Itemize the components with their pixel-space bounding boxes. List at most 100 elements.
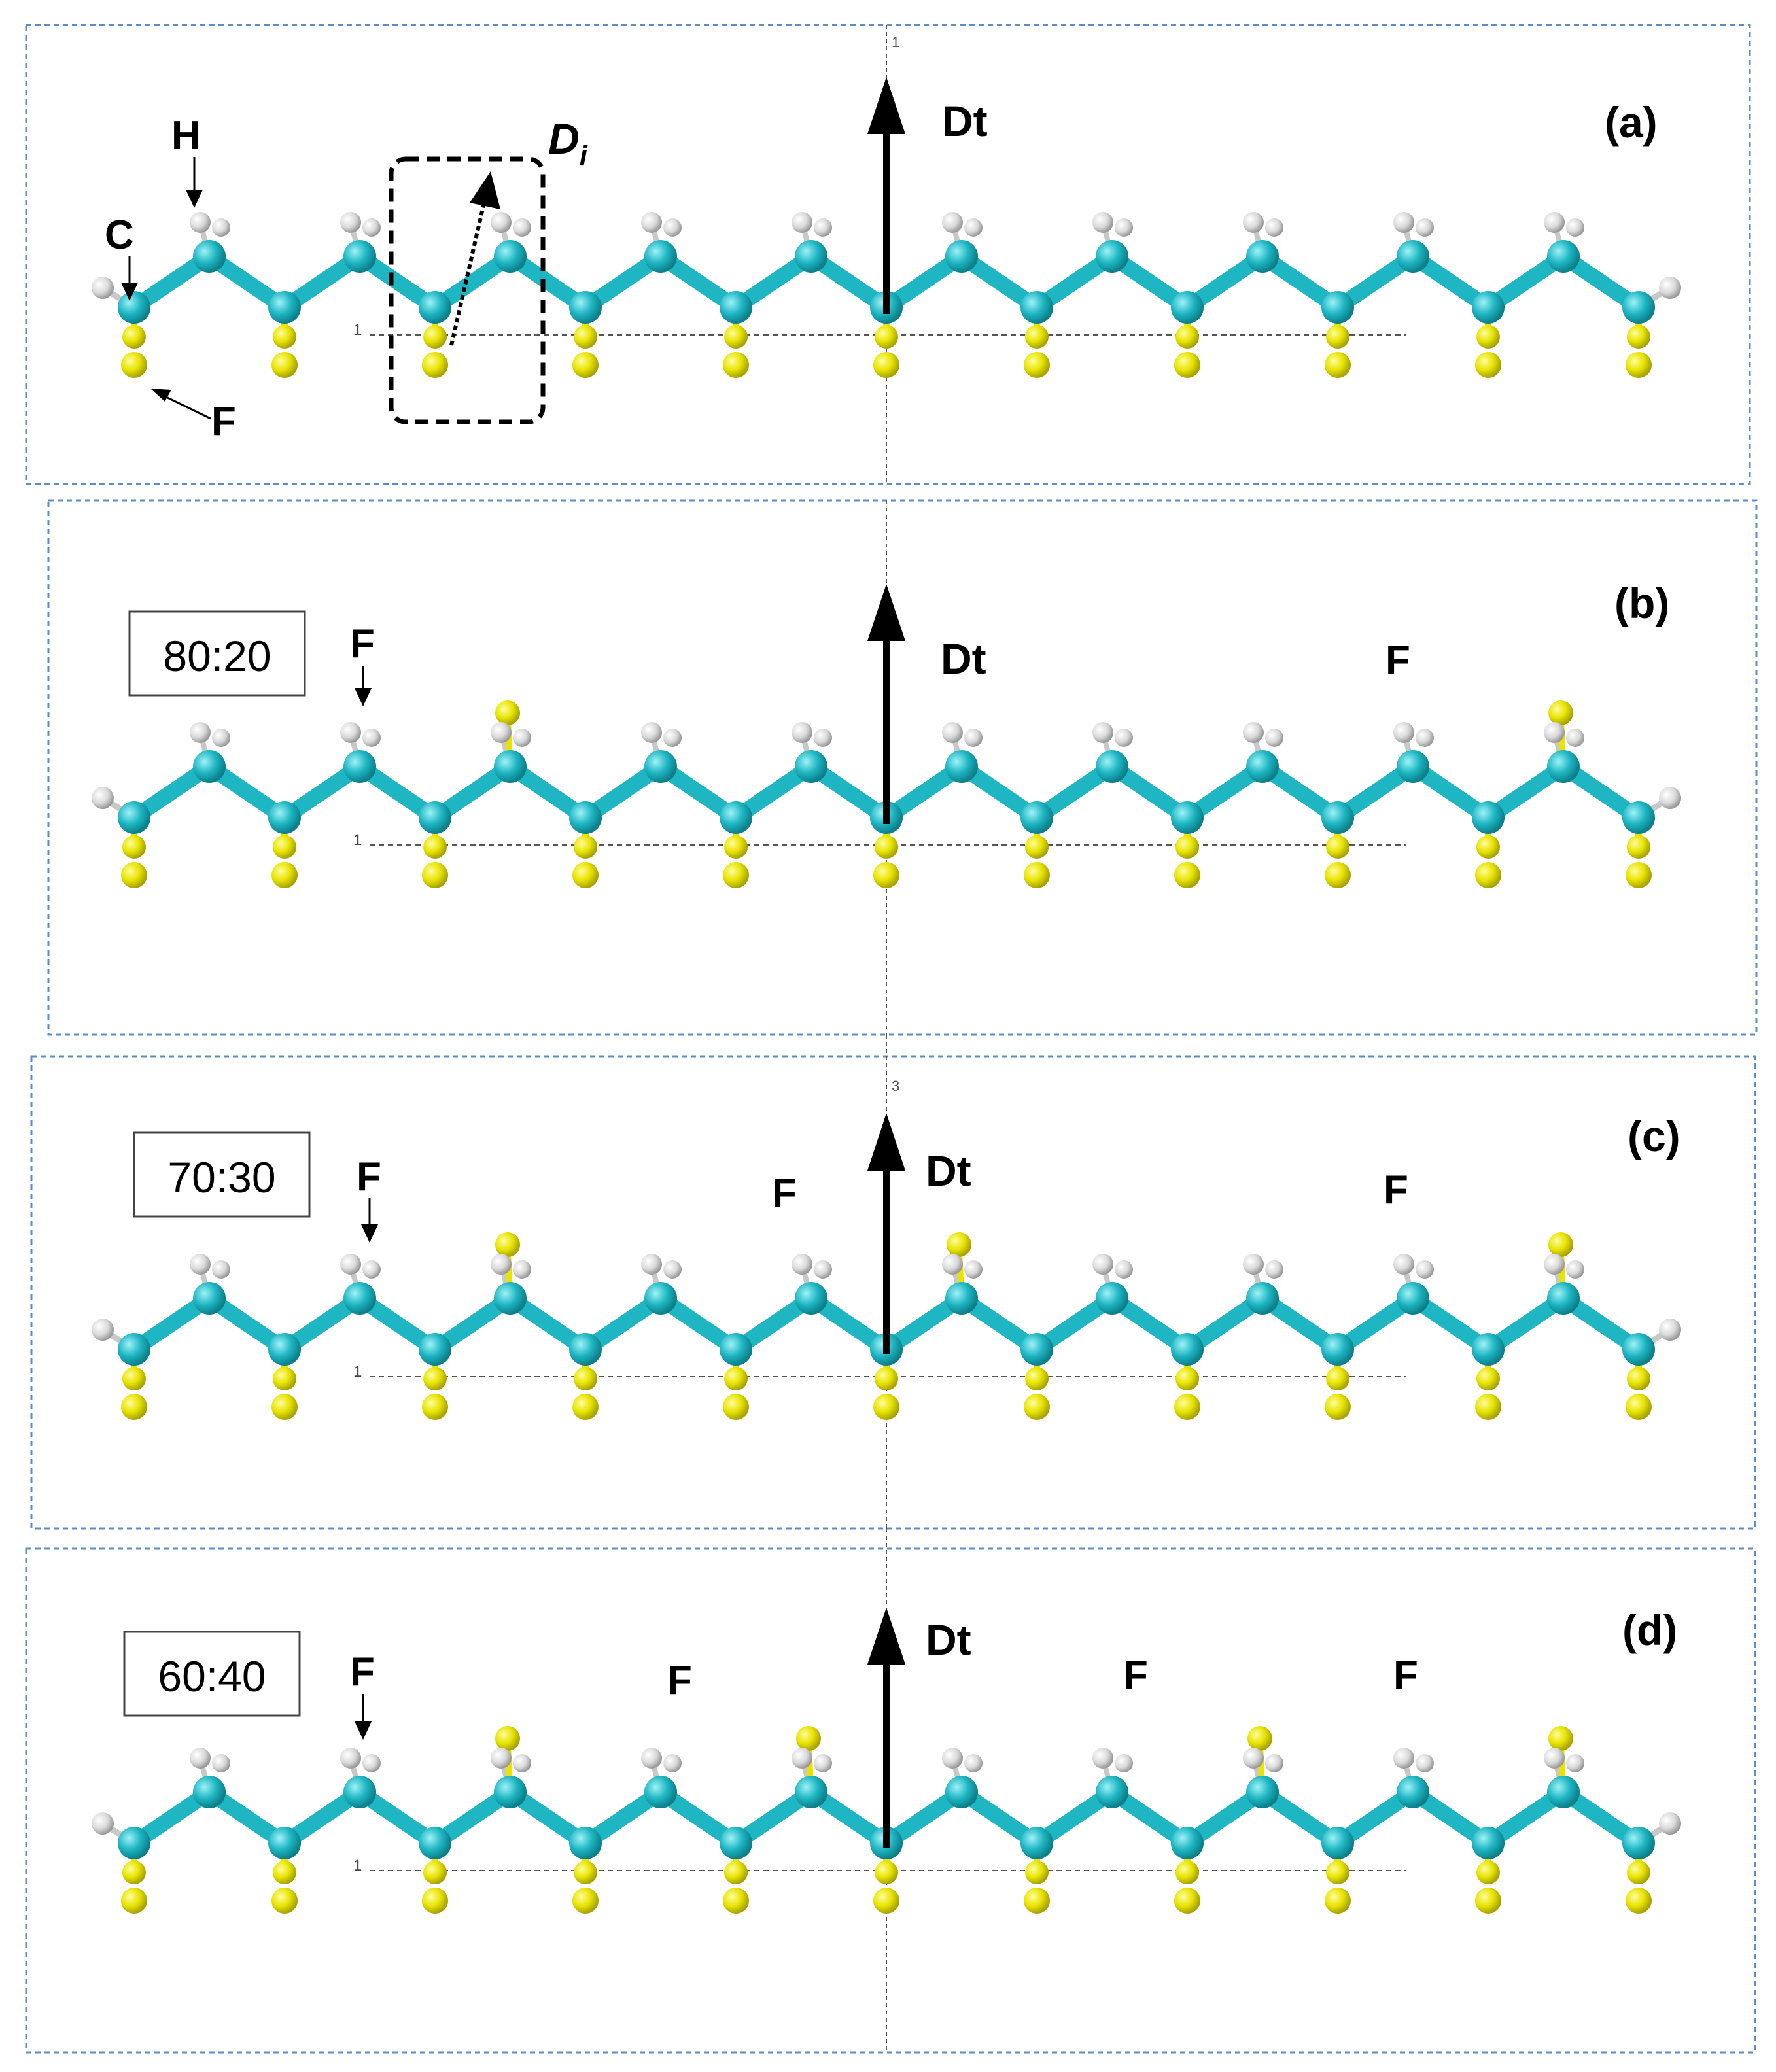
- hydrogen-atom: [792, 722, 812, 743]
- fluorine-atom: [1175, 835, 1199, 859]
- hydrogen-atom: [1092, 212, 1113, 233]
- fluorine-atom: [122, 1861, 146, 1884]
- carbon-atom: [945, 1776, 978, 1808]
- carbon-atom: [1397, 1776, 1429, 1808]
- total-dipole-label: Dt: [926, 1147, 971, 1195]
- fluorine-atom: [875, 835, 898, 859]
- carbon-atom: [268, 801, 301, 834]
- fluorine-atom: [271, 352, 298, 378]
- fluorine-atom: [1475, 1888, 1501, 1914]
- hydrogen-atom: [1243, 1254, 1264, 1275]
- fluorine-atom: [1326, 1861, 1349, 1884]
- carbon-atom: [419, 801, 451, 834]
- carbon-atom: [1472, 291, 1505, 324]
- ratio-label: 80:20: [163, 632, 271, 680]
- total-dipole-arrowhead: [867, 77, 905, 134]
- fluorine-atom: [1325, 1888, 1351, 1914]
- ratio-box: [128, 610, 306, 697]
- fluorine-atom: [1627, 325, 1650, 349]
- carbon-atom: [569, 291, 602, 324]
- fluorine-atom: [873, 1888, 899, 1914]
- molecule-chain: [92, 700, 1681, 888]
- hydrogen-atom: [92, 787, 114, 809]
- carbon-atom: [1246, 750, 1279, 783]
- fluorine-defect-atom: [495, 1232, 520, 1257]
- fluorine-atom: [574, 1861, 597, 1884]
- hydrogen-atom: [1544, 1254, 1565, 1275]
- hydrogen-atom: [1092, 1748, 1113, 1769]
- fluorine-atom: [273, 1861, 296, 1884]
- hydrogen-atom: [792, 1254, 812, 1275]
- fluorine-atom: [271, 1888, 298, 1914]
- hydrogen-atom: [1243, 722, 1264, 743]
- fluorine-atom: [1627, 835, 1650, 859]
- fluorine-defect-atom: [495, 1726, 520, 1751]
- fluorine-pointer: [163, 394, 211, 420]
- carbon-atom: [1397, 240, 1429, 273]
- hydrogen-atom: [1566, 729, 1584, 747]
- hydrogen-atom: [1659, 277, 1681, 299]
- fluorine-pointer-head: [150, 389, 171, 402]
- carbon-atom: [720, 1827, 752, 1859]
- carbon-atom: [945, 750, 978, 783]
- fluorine-atom: [1174, 1888, 1200, 1914]
- carbon-atom: [1472, 1333, 1505, 1366]
- hydrogen-atom: [641, 1748, 662, 1769]
- hydrogen-atom: [1265, 729, 1283, 747]
- carbon-atom: [193, 1282, 226, 1315]
- fluorine-atom: [1626, 1394, 1652, 1420]
- fluorine-atom: [873, 862, 899, 888]
- panel-label: (d): [1622, 1606, 1677, 1654]
- carbon-atom: [1547, 1776, 1580, 1808]
- hydrogen-atom: [1243, 1748, 1264, 1769]
- fluorine-label: F: [211, 399, 236, 444]
- hydrogen-atom: [212, 729, 230, 747]
- fluorine-atom: [875, 1367, 898, 1390]
- hydrogen-atom: [942, 1254, 963, 1275]
- carbon-atom: [1171, 1333, 1204, 1366]
- hydrogen-atom: [1092, 1254, 1113, 1275]
- fluorine-atom: [1174, 1394, 1200, 1420]
- fluorine-atom: [1476, 1861, 1500, 1884]
- molecule-chain: [92, 1232, 1681, 1420]
- hydrogen-atom: [964, 1260, 983, 1279]
- hydrogen-atom: [641, 212, 662, 233]
- hydrogen-atom: [814, 218, 832, 237]
- hydrogen-atom: [964, 218, 983, 237]
- total-dipole-arrowhead: [867, 1113, 905, 1171]
- panel-label: (c): [1628, 1112, 1680, 1160]
- hydrogen-atom: [513, 1754, 531, 1772]
- hydrogen-atom: [92, 277, 114, 299]
- reference-marker: 1: [353, 1363, 362, 1381]
- fluorine-atom: [1025, 835, 1049, 859]
- carbon-atom: [343, 750, 376, 783]
- molecule-chain: [92, 1726, 1681, 1914]
- axis-marker: 1: [892, 34, 899, 50]
- fluorine-atom: [723, 1394, 749, 1420]
- reference-marker: 1: [353, 1857, 362, 1874]
- hydrogen-atom: [1265, 1260, 1283, 1279]
- carbon-atom: [118, 1827, 150, 1859]
- fluorine-atom: [574, 1367, 597, 1390]
- carbon-atom: [720, 291, 752, 324]
- panel-d: 1 60:40 F F F F Dt (d): [25, 1528, 1756, 2054]
- defect-label: F: [772, 1171, 797, 1216]
- hydrogen-atom: [1544, 1748, 1565, 1769]
- carbon-atom: [193, 240, 226, 273]
- hydrogen-atom: [1393, 212, 1414, 233]
- fluorine-atom: [1475, 1394, 1501, 1420]
- fluorine-atom: [572, 862, 599, 888]
- fluorine-defect-atom: [495, 700, 520, 725]
- defect-label: F: [1123, 1653, 1148, 1698]
- fluorine-atom: [273, 325, 296, 349]
- hydrogen-atom: [792, 212, 812, 233]
- fluorine-atom: [423, 325, 447, 349]
- hydrogen-atom: [190, 1254, 211, 1275]
- fluorine-atom: [122, 1367, 146, 1390]
- fluorine-atom: [422, 1394, 448, 1420]
- defect-label: F: [667, 1658, 692, 1703]
- hydrogen-atom: [1566, 1260, 1584, 1279]
- hydrogen-atom: [814, 729, 832, 747]
- carbon-atom: [193, 750, 226, 783]
- carbon-atom: [1321, 1827, 1354, 1859]
